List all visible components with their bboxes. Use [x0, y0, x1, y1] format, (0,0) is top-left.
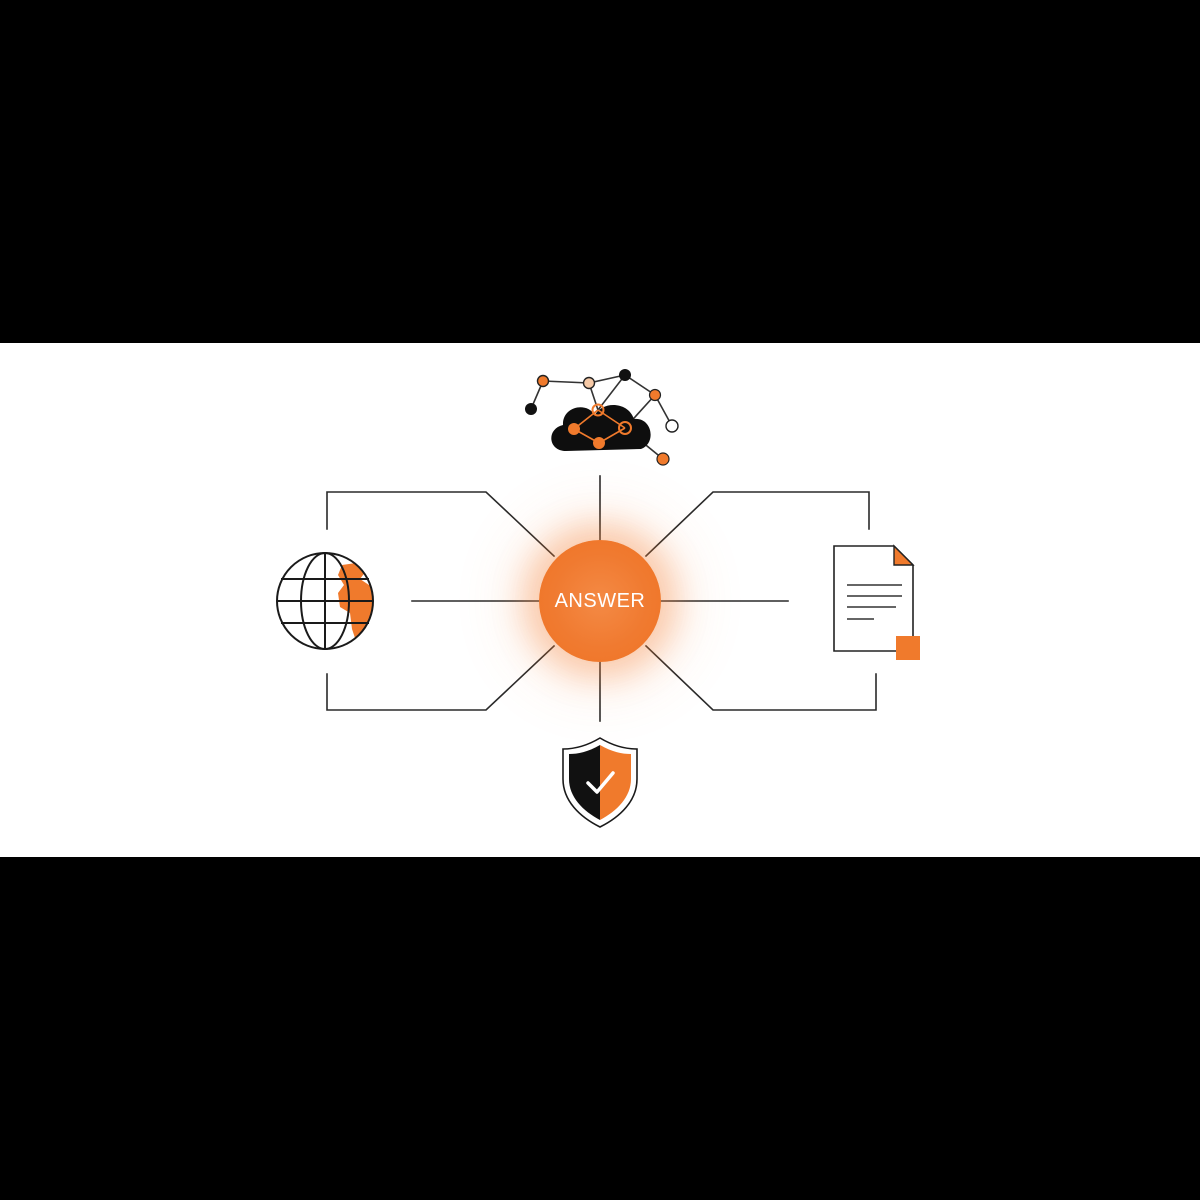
connector-upper-right — [644, 491, 870, 558]
letterbox-top — [0, 0, 1200, 343]
connector-lower-left — [326, 644, 556, 711]
connector-upper-left — [326, 491, 556, 558]
shield-check-icon — [562, 737, 638, 828]
cloud-network-icon — [525, 369, 679, 466]
diagram-panel: ANSWER — [0, 343, 1200, 857]
answer-hub: ANSWER — [539, 540, 661, 662]
letterbox-bottom — [0, 857, 1200, 1200]
connector-lower-right — [644, 644, 877, 711]
connection-diagram — [276, 369, 920, 828]
globe-icon — [276, 552, 374, 650]
document-icon — [833, 544, 920, 660]
answer-label: ANSWER — [554, 589, 646, 612]
